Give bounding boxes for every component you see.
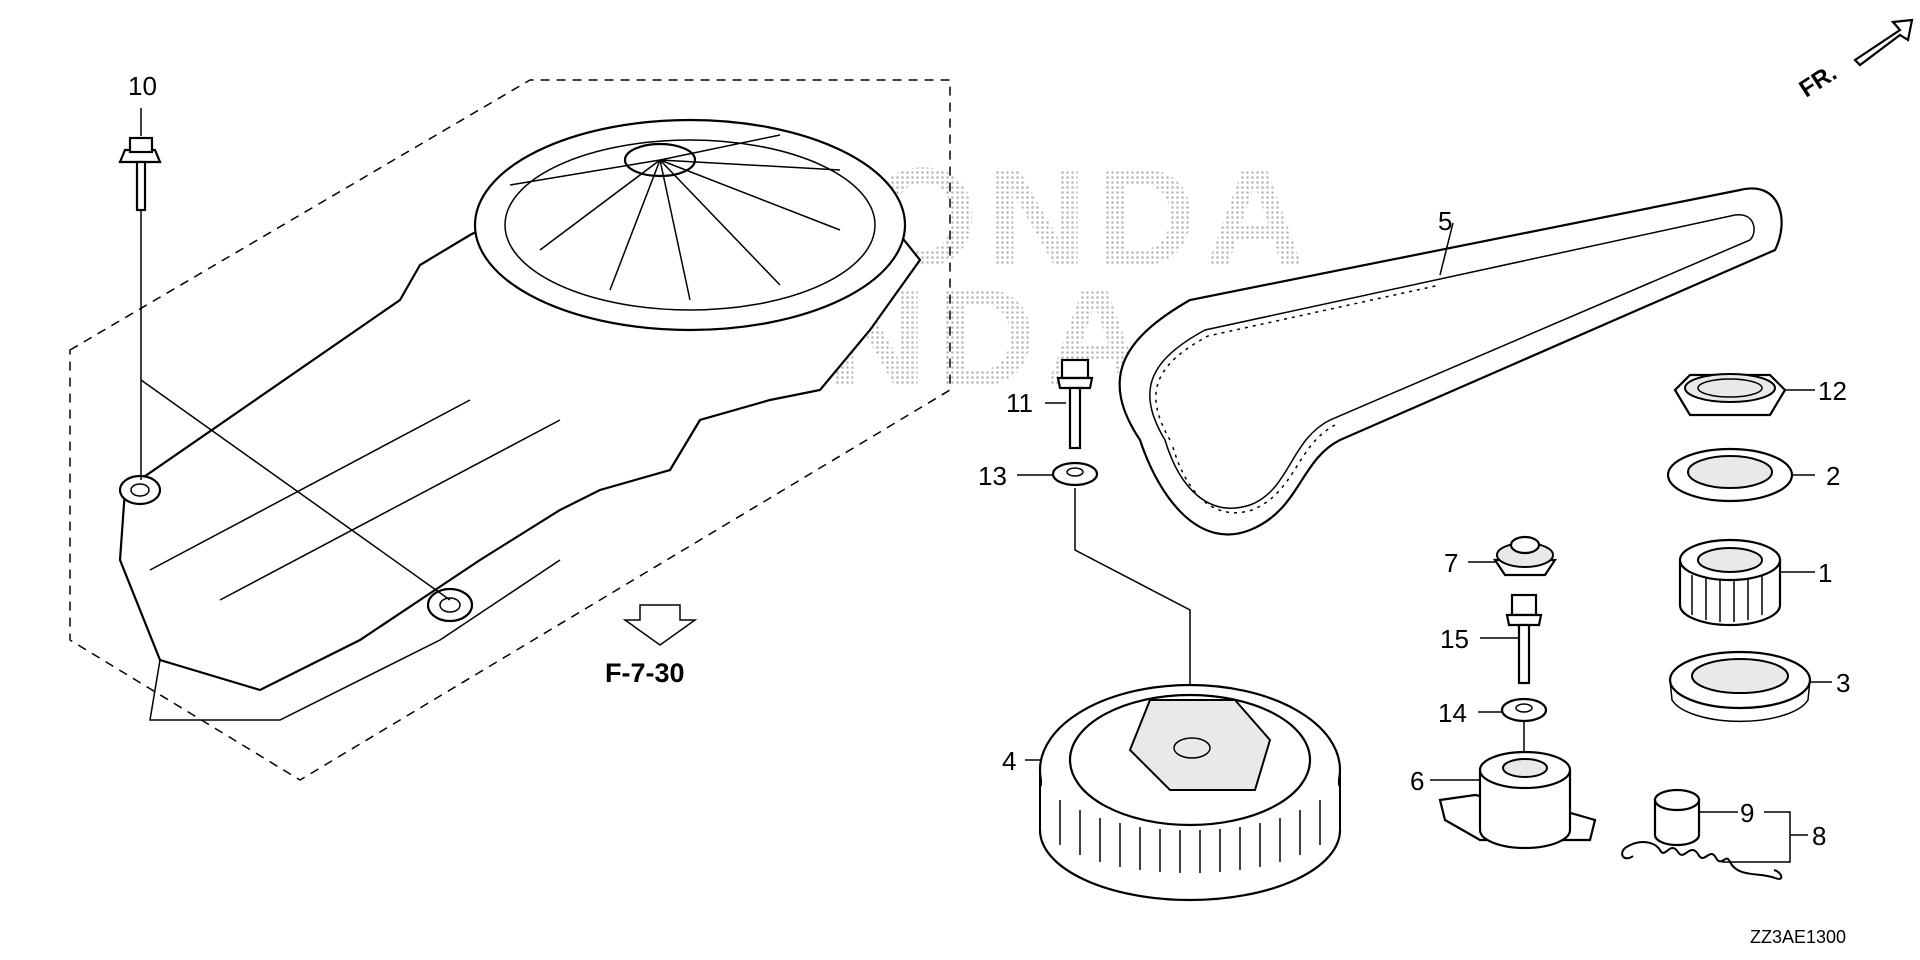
reference-arrow (622, 604, 698, 646)
callout-8: 8 (1812, 821, 1826, 851)
leader-lines (140, 108, 1832, 863)
belt-cover (118, 118, 922, 721)
assembly-boundary (69, 79, 951, 781)
callout-5: 5 (1438, 206, 1452, 236)
spring-8 (1621, 841, 1783, 880)
bolt-15 (1505, 593, 1543, 685)
callout-2: 2 (1826, 461, 1840, 491)
callout-3: 3 (1836, 668, 1850, 698)
callout-11: 11 (1006, 388, 1033, 418)
bolt-10 (118, 136, 162, 212)
gear-1 (1678, 538, 1782, 627)
bolt-11 (1056, 358, 1094, 450)
callout-13: 13 (978, 461, 1007, 491)
callout-1: 1 (1818, 558, 1832, 588)
collar-9 (1653, 788, 1701, 847)
reference-label: F-7-30 (605, 658, 685, 688)
front-direction-arrow (1853, 18, 1914, 67)
front-direction-label: FR. (1795, 59, 1842, 103)
callout-9: 9 (1740, 798, 1754, 828)
diagram-code: ZZ3AE1300 (1750, 927, 1846, 947)
callout-7: 7 (1444, 548, 1458, 578)
pulley-4 (1038, 683, 1342, 902)
clip-plate-3 (1668, 650, 1812, 723)
tensioner-6 (1438, 750, 1597, 850)
callout-6: 6 (1410, 766, 1424, 796)
nut-12 (1673, 373, 1787, 417)
callout-12: 12 (1818, 376, 1847, 406)
callout-15: 15 (1440, 624, 1469, 654)
callout-4: 4 (1002, 746, 1016, 776)
washer-14 (1500, 697, 1548, 723)
grommet-7 (1492, 535, 1558, 577)
callout-10: 10 (128, 71, 157, 101)
ring-2 (1666, 447, 1794, 503)
callout-14: 14 (1438, 698, 1467, 728)
timing-belt-5 (1118, 187, 1783, 536)
washer-13 (1051, 461, 1099, 487)
